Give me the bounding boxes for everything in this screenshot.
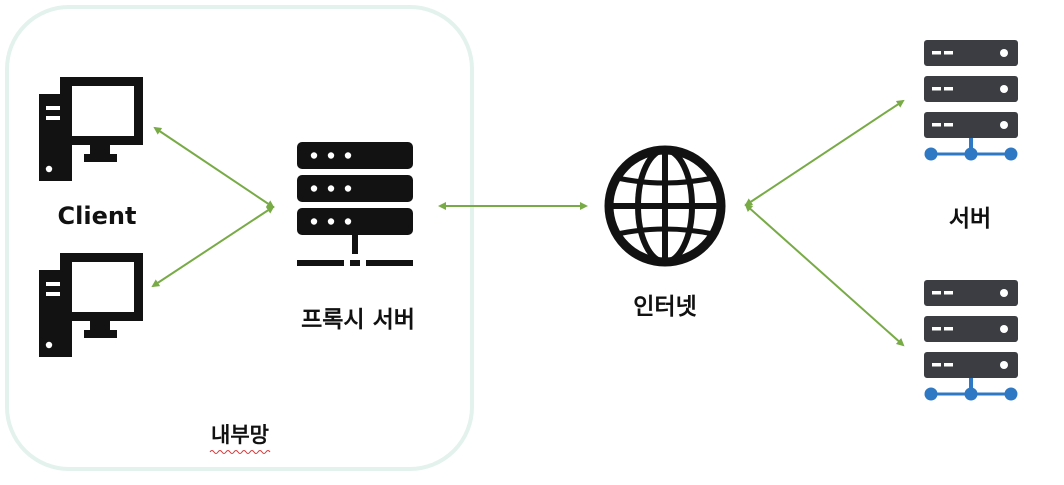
proxy-server-label: 프록시 서버 bbox=[301, 307, 415, 333]
arrow-internet-to-server-top bbox=[744, 99, 905, 207]
arrow-client-bottom-to-proxy bbox=[151, 205, 275, 288]
internal-network-boundary bbox=[5, 5, 474, 471]
internet-label: 인터넷 bbox=[633, 294, 696, 320]
connection-arrows bbox=[151, 99, 905, 347]
internal-network-label: 내부망 bbox=[211, 423, 269, 447]
server-label: 서버 bbox=[949, 206, 991, 232]
client-label: Client bbox=[58, 202, 137, 230]
server-icon bbox=[922, 38, 1020, 162]
server-icon bbox=[922, 278, 1020, 402]
globe-icon bbox=[604, 145, 726, 267]
spellcheck-underline bbox=[209, 450, 271, 454]
arrow-client-top-to-proxy bbox=[153, 126, 275, 209]
arrow-internet-to-server-bottom bbox=[744, 203, 905, 347]
proxy-server-icon bbox=[297, 142, 413, 266]
